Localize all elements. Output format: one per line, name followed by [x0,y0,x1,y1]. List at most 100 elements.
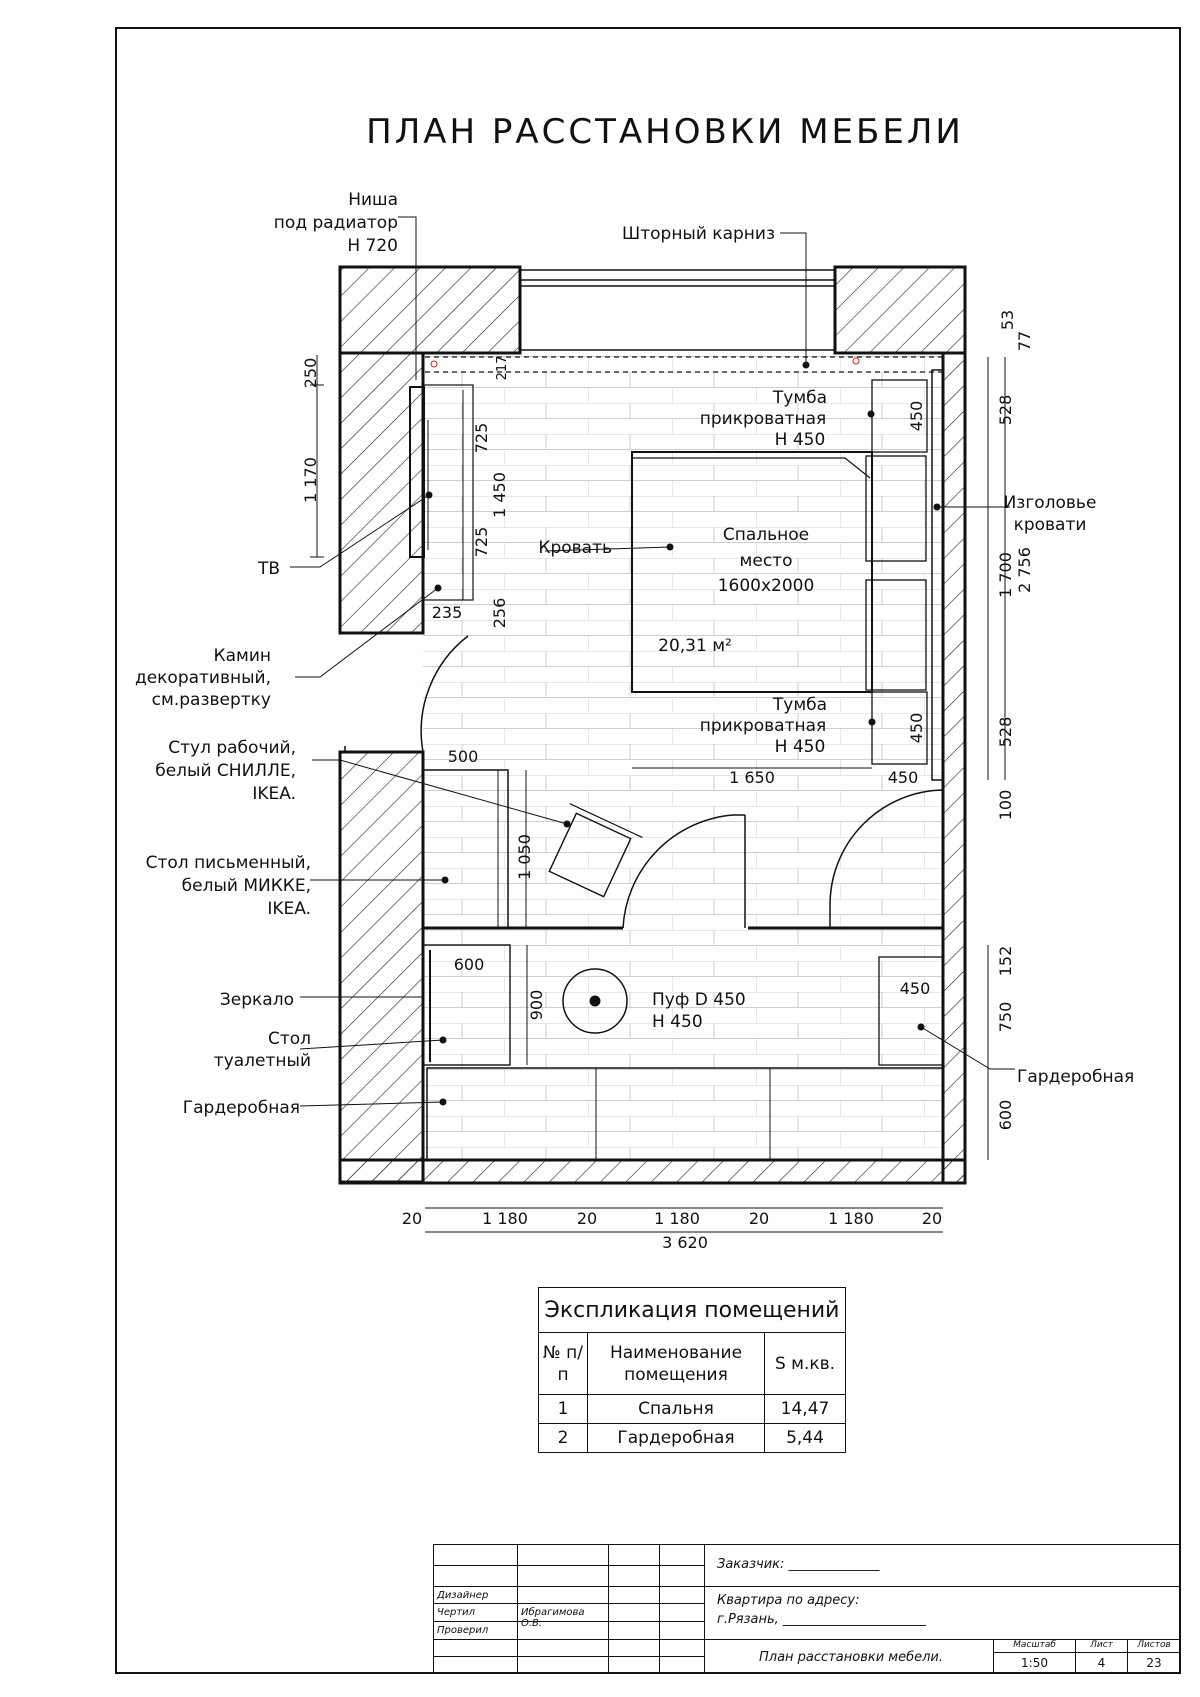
stamp-designer: Дизайнер [433,1586,518,1604]
dim-100: 100 [996,790,1015,821]
nightstand-bottom-label-3: Н 450 [775,737,826,757]
stamp-cell [659,1603,705,1622]
stamp-sheets-label: Листов [1127,1639,1181,1653]
stamp-cell [608,1544,660,1566]
dim-500: 500 [448,747,479,766]
stamp-sheet-title: План расстановки мебели. [704,1639,994,1674]
sleep-place-label-1: Спальное [723,525,809,545]
tv-unit [409,384,474,601]
row-name: Спальня [587,1394,765,1424]
stamp-sheet-label: Лист [1075,1639,1128,1653]
dim-450-wardrobe: 450 [900,979,931,998]
dim-450-nightstand-bottom: 450 [907,713,926,744]
stamp-scale: 1:50 [993,1652,1076,1674]
sleep-place-label-3: 1600х2000 [718,576,815,596]
niche-label-3: Н 720 [347,236,398,256]
dressing-room-furniture [422,944,944,1161]
stamp-cell [433,1656,518,1674]
row-name: Гардеробная [587,1423,765,1453]
stamp-address: Квартира по адресу: г.Рязань, __________… [704,1586,1181,1640]
dimension-lines [310,355,1006,1233]
dim-1170: 1 170 [301,457,320,503]
doors [344,635,944,929]
bed [631,369,944,781]
stamp-cell [659,1565,705,1587]
window [519,269,836,351]
dim-bottom-6: 1 180 [828,1209,874,1228]
stamp-sheets: 23 [1127,1652,1181,1674]
dim-bottom-5: 20 [749,1209,769,1228]
dim-77: 77 [1015,331,1034,351]
page-title: ПЛАН РАССТАНОВКИ МЕБЕЛИ [366,112,964,152]
stamp-cell [517,1656,609,1674]
chair-label-1: Стул рабочий, [168,738,296,758]
dressing-table-label-1: Стол [268,1029,311,1049]
niche-label-2: под радиатор [274,213,398,233]
stamp-cell [433,1565,518,1587]
desk-label-1: Стол письменный, [146,853,311,873]
pouf-label-1: Пуф D 450 [652,990,746,1010]
dim-450-nightstand-top: 450 [907,401,926,432]
table-row: 1 Спальня 14,47 [538,1394,846,1424]
dim-256: 256 [490,598,509,629]
headboard-label-2: кровати [1014,515,1087,535]
explication-header-area: S м.кв. [764,1332,846,1395]
curtain-label: Шторный карниз [622,224,775,244]
explication-header-name: Наименование помещения [587,1332,765,1395]
stamp-cell [608,1656,660,1674]
stamp-drew-name: Ибрагимова О.В. [517,1603,609,1629]
dim-725a: 725 [472,423,491,454]
row-number: 2 [538,1423,588,1453]
dim-1700: 1 700 [996,552,1015,598]
nightstand-top-label-1: Тумба [772,388,827,408]
leader-lines [290,216,1015,1107]
row-number: 1 [538,1394,588,1424]
explication-header-number: № п/п [538,1332,588,1395]
sleep-place-label-2: место [740,551,793,571]
nightstand-top-label-3: Н 450 [775,430,826,450]
stamp-cell [517,1586,609,1604]
dim-53: 53 [998,310,1017,330]
dim-600-dressing: 600 [454,955,485,974]
dressing-table-label-2: туалетный [214,1051,311,1071]
stamp-cell [608,1621,660,1640]
explication-caption: Экспликация помещений [538,1287,846,1333]
bed-label: Кровать [538,538,612,558]
dim-1450: 1 450 [490,472,509,518]
dim-250: 250 [301,358,320,389]
stamp-address-1: Квартира по адресу: [717,1593,860,1608]
stamp-cell [517,1544,609,1566]
stamp-cell [659,1621,705,1640]
fireplace-label-1: Камин [214,646,271,666]
dim-1650: 1 650 [729,768,775,787]
dim-900: 900 [527,990,546,1021]
stamp-cell [517,1565,609,1587]
stamp-cell [659,1586,705,1604]
dim-750: 750 [996,1002,1015,1033]
headboard-label-1: Изголовье [1004,493,1097,513]
dim-total: 3 620 [662,1233,708,1252]
stamp-cell [608,1586,660,1604]
chair-label-2: белый СНИЛЛЕ, [155,761,296,781]
dim-528a: 528 [996,395,1015,426]
nightstand-top-label-2: прикроватная [700,409,827,429]
stamp-cell [608,1603,660,1622]
stamp-address-2: г.Рязань, ______________________ [717,1612,926,1627]
table-row: 2 Гардеробная 5,44 [538,1423,846,1453]
dim-bottom-7: 20 [922,1209,942,1228]
dim-217: 217 [495,356,510,381]
nightstand-bottom-label-1: Тумба [772,695,827,715]
wardrobe-left-label: Гардеробная [183,1098,300,1118]
stamp-scale-label: Масштаб [993,1639,1076,1653]
fireplace-label-2: декоративный, [135,668,271,688]
stamp-cell [433,1544,518,1566]
dim-bottom-4: 1 180 [654,1209,700,1228]
desk-label-3: IKEA. [267,899,311,919]
stamp-cell [659,1544,705,1566]
row-area: 14,47 [764,1394,846,1424]
area-label: 20,31 м² [658,636,732,656]
dim-1050: 1 050 [515,834,534,880]
dim-bottom-3: 20 [577,1209,597,1228]
tv-label: ТВ [257,559,280,579]
niche-label-1: Ниша [348,190,398,210]
